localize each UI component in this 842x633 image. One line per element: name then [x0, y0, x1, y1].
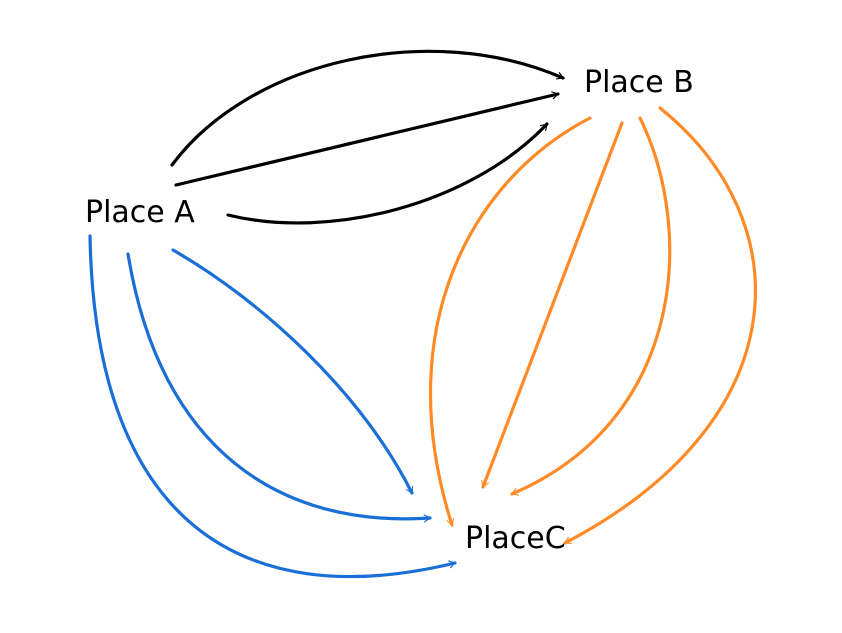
edges-b-to-c [429, 106, 757, 545]
edge-b-c-2 [481, 121, 624, 489]
edge-a-b-1 [170, 49, 565, 167]
node-place-c: PlaceC [465, 521, 566, 556]
edges-a-to-b [170, 49, 565, 225]
edge-a-c-2 [126, 252, 432, 523]
node-place-a: Place A [85, 195, 195, 230]
edge-a-b-2 [174, 91, 560, 187]
edge-a-b-3 [226, 122, 549, 225]
edge-a-c-3 [171, 248, 414, 495]
edge-b-c-3 [510, 116, 672, 496]
edge-a-c-1 [88, 234, 457, 579]
edges-a-to-c [88, 234, 457, 579]
edge-b-c-1 [429, 116, 592, 527]
edge-b-c-4 [563, 106, 757, 545]
node-place-b: Place B [584, 65, 694, 100]
